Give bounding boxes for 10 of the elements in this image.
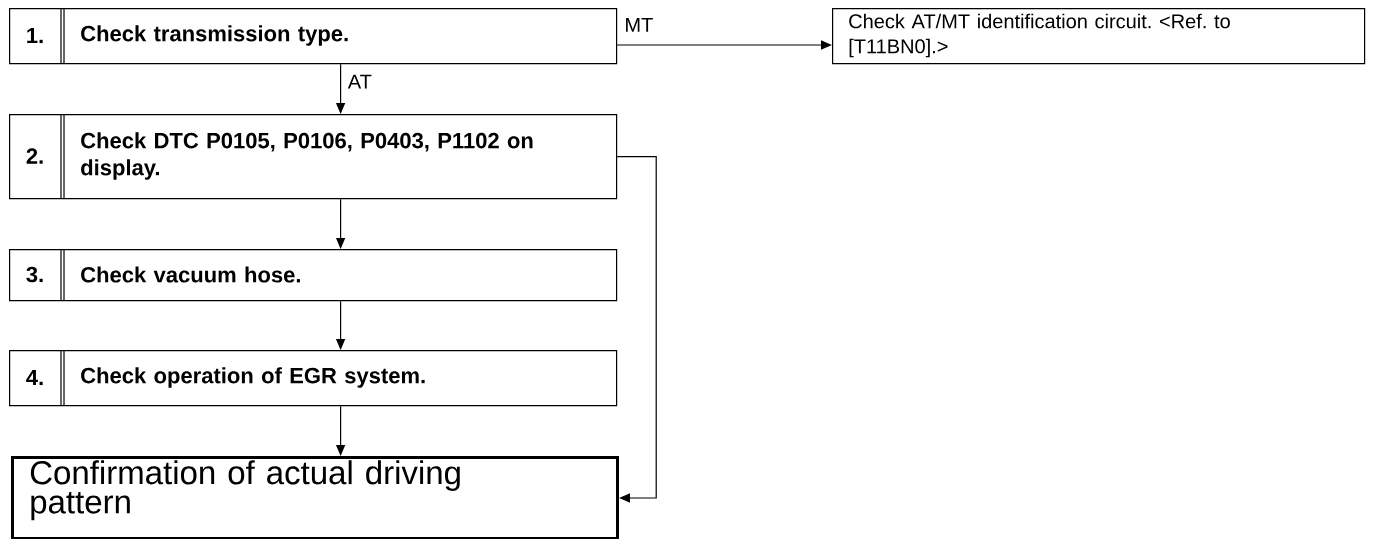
arrow [616,156,657,503]
step-box: 3. Check vacuum hose. [9,248,618,302]
step-box: 2. Check DTC P0105, P0106, P0403, P1102 on display. [9,113,618,200]
step-box: 4. Check operation of EGR system. [9,349,618,407]
result-box: Confirmation of actual driving pattern [11,456,619,539]
edge-label: MT [623,17,655,33]
process-box: Check AT/MT identification circuit. <Ref. to [T11BN0].> [832,8,1366,65]
arrow [616,40,832,50]
edge-label: AT [346,73,373,90]
step-box: 1. Check transmission type. [9,7,618,65]
